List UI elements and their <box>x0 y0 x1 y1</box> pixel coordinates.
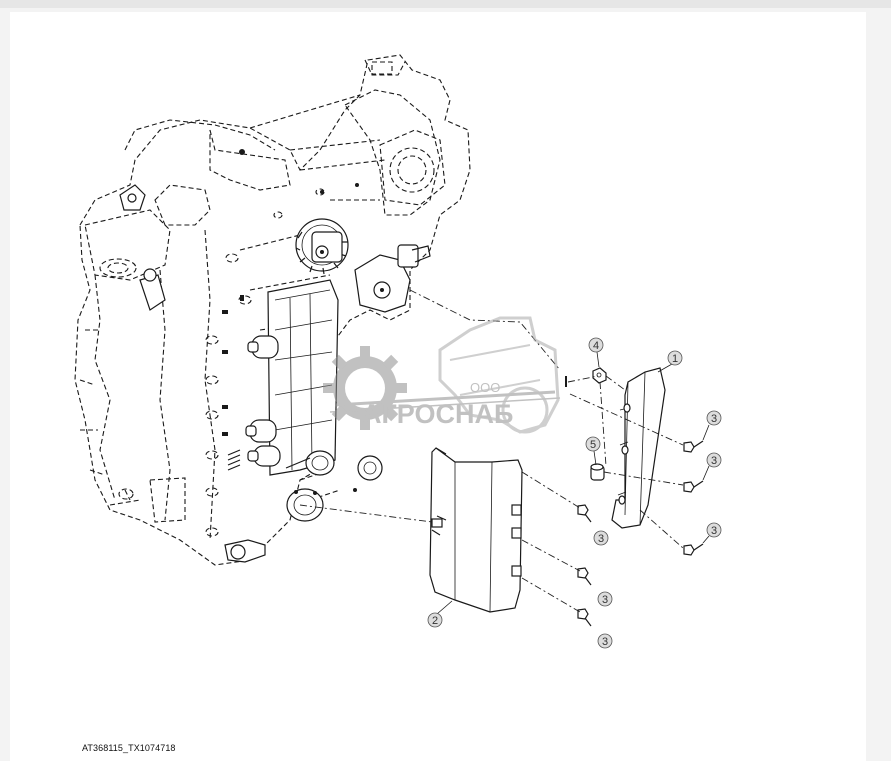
bracket-part <box>611 367 666 529</box>
callout-5: 5 <box>585 436 601 466</box>
svg-text:2: 2 <box>432 615 438 627</box>
cap-screws <box>577 440 704 627</box>
svg-text:АГРОСНАБ: АГРОСНАБ <box>362 399 513 429</box>
nut-part <box>592 367 607 384</box>
svg-text:3: 3 <box>598 533 604 545</box>
svg-text:3: 3 <box>711 455 717 467</box>
callout-3e: 3 <box>597 591 613 607</box>
callout-4: 4 <box>588 337 604 368</box>
drawing-sheet <box>10 12 866 761</box>
watermark: ООО АГРОСНАБ <box>323 316 561 434</box>
svg-text:5: 5 <box>590 439 596 451</box>
callout-3c: 3 <box>702 522 722 544</box>
stud-part <box>565 376 567 387</box>
callout-1: 1 <box>657 350 683 373</box>
callout-3b: 3 <box>702 452 722 481</box>
callouts: 1 2 3 3 3 3 3 3 4 5 <box>427 337 722 649</box>
svg-text:4: 4 <box>593 340 599 352</box>
cover-part <box>429 447 523 613</box>
callout-3a: 3 <box>702 410 722 441</box>
callout-3d: 3 <box>593 530 609 546</box>
svg-text:3: 3 <box>602 594 608 606</box>
callout-3f: 3 <box>597 633 613 649</box>
svg-text:3: 3 <box>711 413 717 425</box>
spacer-part <box>590 463 605 481</box>
svg-text:1: 1 <box>672 353 678 365</box>
top-bar <box>0 0 891 8</box>
callout-2: 2 <box>427 600 453 628</box>
svg-text:3: 3 <box>711 525 717 537</box>
svg-text:3: 3 <box>602 636 608 648</box>
drawing-id-label: AT368115_TX1074718 <box>82 743 176 753</box>
valve-block-assembly <box>119 149 431 563</box>
svg-text:ООО: ООО <box>470 380 500 395</box>
